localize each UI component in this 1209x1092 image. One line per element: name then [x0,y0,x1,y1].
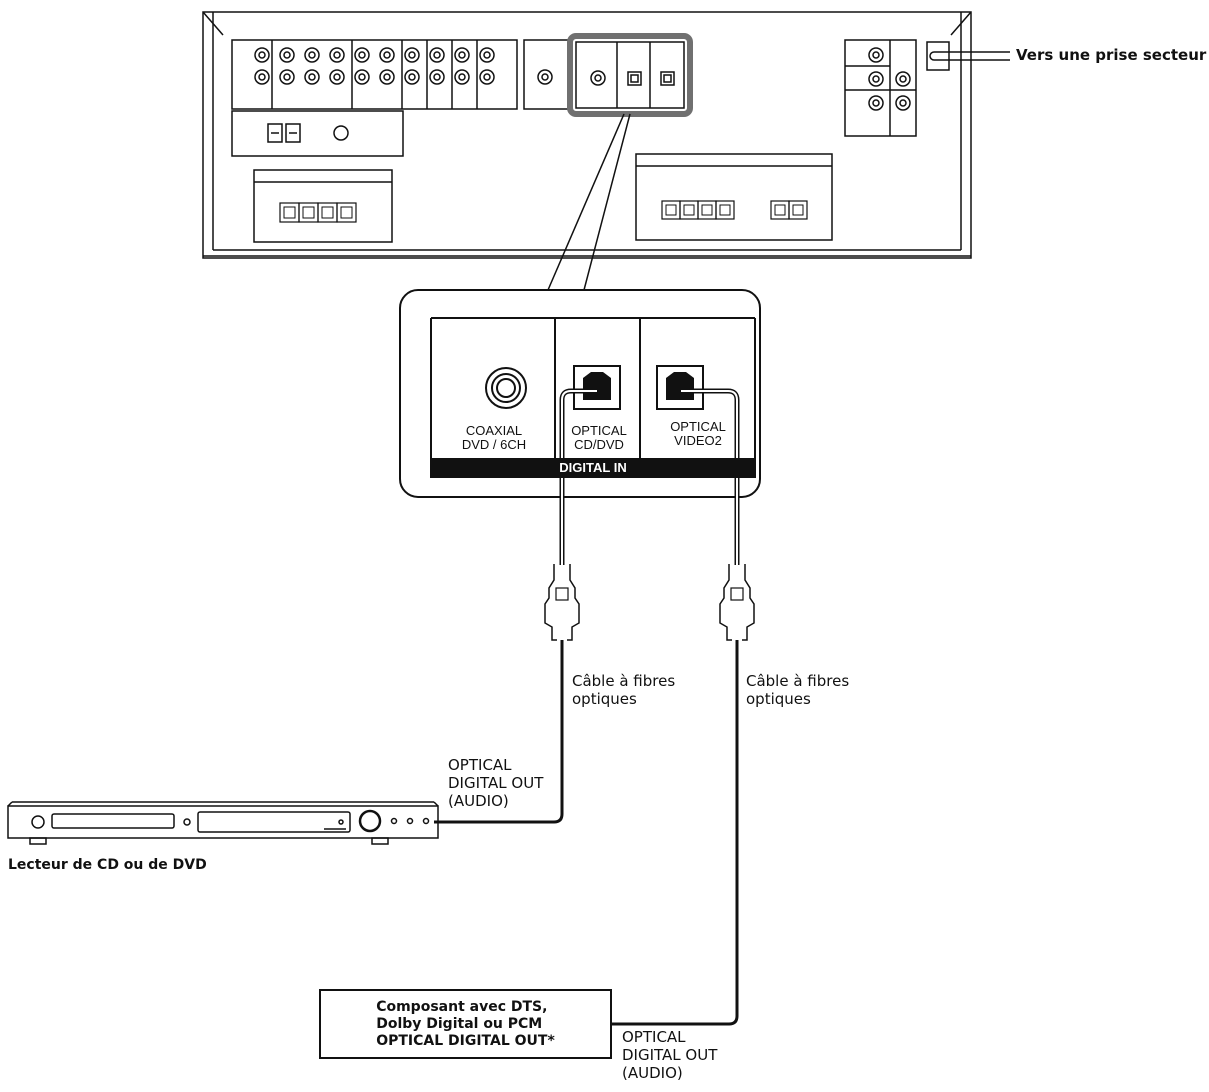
rca-jack [458,73,466,81]
component-line2: Dolby Digital ou PCM [376,1015,543,1032]
optical-cd-label-line1: OPTICAL [571,423,627,438]
rca-jack [408,51,416,59]
optical-video2-jack-label: OPTICAL VIDEO2 [644,420,752,448]
rca-jack [279,47,295,63]
rca-jack [258,51,266,59]
cable-label-right: Câble à fibres optiques [746,672,849,708]
zoom-leader [547,113,631,291]
rca-jack [354,47,370,63]
rca-jack [329,69,345,85]
optical-cd-jack-label: OPTICAL CD/DVD [560,424,638,452]
optical-video2-label-line1: OPTICAL [670,419,726,434]
component-output-line1: OPTICAL [622,1028,686,1046]
component-output-line3: (AUDIO) [622,1064,683,1082]
digital-in-highlight [567,33,693,117]
rca-jack [433,73,441,81]
zoom-coaxial-jack [485,367,527,409]
component-line1: Composant avec DTS, [376,998,548,1015]
rca-jack [458,51,466,59]
rca-jack [383,51,391,59]
rca-jack [454,69,470,85]
cable-label-left-line1: Câble à fibres [572,672,676,690]
rear-digital-jacks [590,70,675,86]
rca-jack [333,73,341,81]
coaxial-label-line1: COAXIAL [465,423,523,438]
rca-jack [379,69,395,85]
rca-jack [404,47,420,63]
optical-video2-label-line2: VIDEO2 [674,433,722,448]
speaker-terminal-marks [283,204,804,219]
component-box-text: Composant avec DTS, Dolby Digital ou PCM… [376,999,555,1050]
rca-jack [279,69,295,85]
cable-label-right-line1: Câble à fibres [746,672,850,690]
component-output-label: OPTICAL DIGITAL OUT (AUDIO) [622,1028,717,1082]
player-output-label: OPTICAL DIGITAL OUT (AUDIO) [448,756,543,810]
rca-jack [254,69,270,85]
rca-jack [354,69,370,85]
rca-jack [358,51,366,59]
component-output-line2: DIGITAL OUT [622,1046,718,1064]
rca-jack [383,73,391,81]
rca-jack [283,73,291,81]
cable-label-left: Câble à fibres optiques [572,672,675,708]
rca-jack [404,69,420,85]
rca-jack [329,47,345,63]
rca-jack [408,73,416,81]
speaker-terminals [279,200,808,223]
rca-jack [254,47,270,63]
player-output-line1: OPTICAL [448,756,512,774]
zoom-optical-jack-video2 [656,365,704,410]
zoom-optical-jack-cd [573,365,621,410]
digital-in-label: DIGITAL IN [431,458,755,478]
rca-jack [358,73,366,81]
player-output-line3: (AUDIO) [448,792,509,810]
rca-jack [429,69,445,85]
rca-jack [433,51,441,59]
rca-jack [304,47,320,63]
rca-jack [333,51,341,59]
rca-jack [454,47,470,63]
player-name-label: Lecteur de CD ou de DVD [8,857,207,873]
component-line3: OPTICAL DIGITAL OUT* [376,1032,555,1049]
optical-cable-video2 [612,388,755,1026]
rca-jack [483,51,491,59]
component-box: Composant avec DTS, Dolby Digital ou PCM… [319,989,612,1059]
cable-label-right-line2: optiques [746,690,811,708]
coaxial-jack-label: COAXIAL DVD / 6CH [440,424,548,452]
rca-jacks [254,47,495,85]
rca-jack [379,47,395,63]
rca-jack [283,51,291,59]
cable-label-left-line2: optiques [572,690,637,708]
rca-jack [429,47,445,63]
coaxial-label-line2: DVD / 6CH [461,437,527,452]
rca-jack [479,69,495,85]
rca-jack [483,73,491,81]
optical-cable-cd [434,388,597,824]
right-side-jacks [868,47,911,111]
player-output-line2: DIGITAL OUT [448,774,544,792]
ac-outlet-label: Vers une prise secteur [1016,46,1207,64]
ac-power-cord [929,51,1010,61]
rca-jack [304,69,320,85]
rca-jack [308,51,316,59]
rca-jack [308,73,316,81]
cd-dvd-player [7,801,439,845]
rca-jack [258,73,266,81]
optical-cd-label-line2: CD/DVD [574,437,624,452]
receiver-rear-panel [202,11,972,259]
rca-jack [479,47,495,63]
